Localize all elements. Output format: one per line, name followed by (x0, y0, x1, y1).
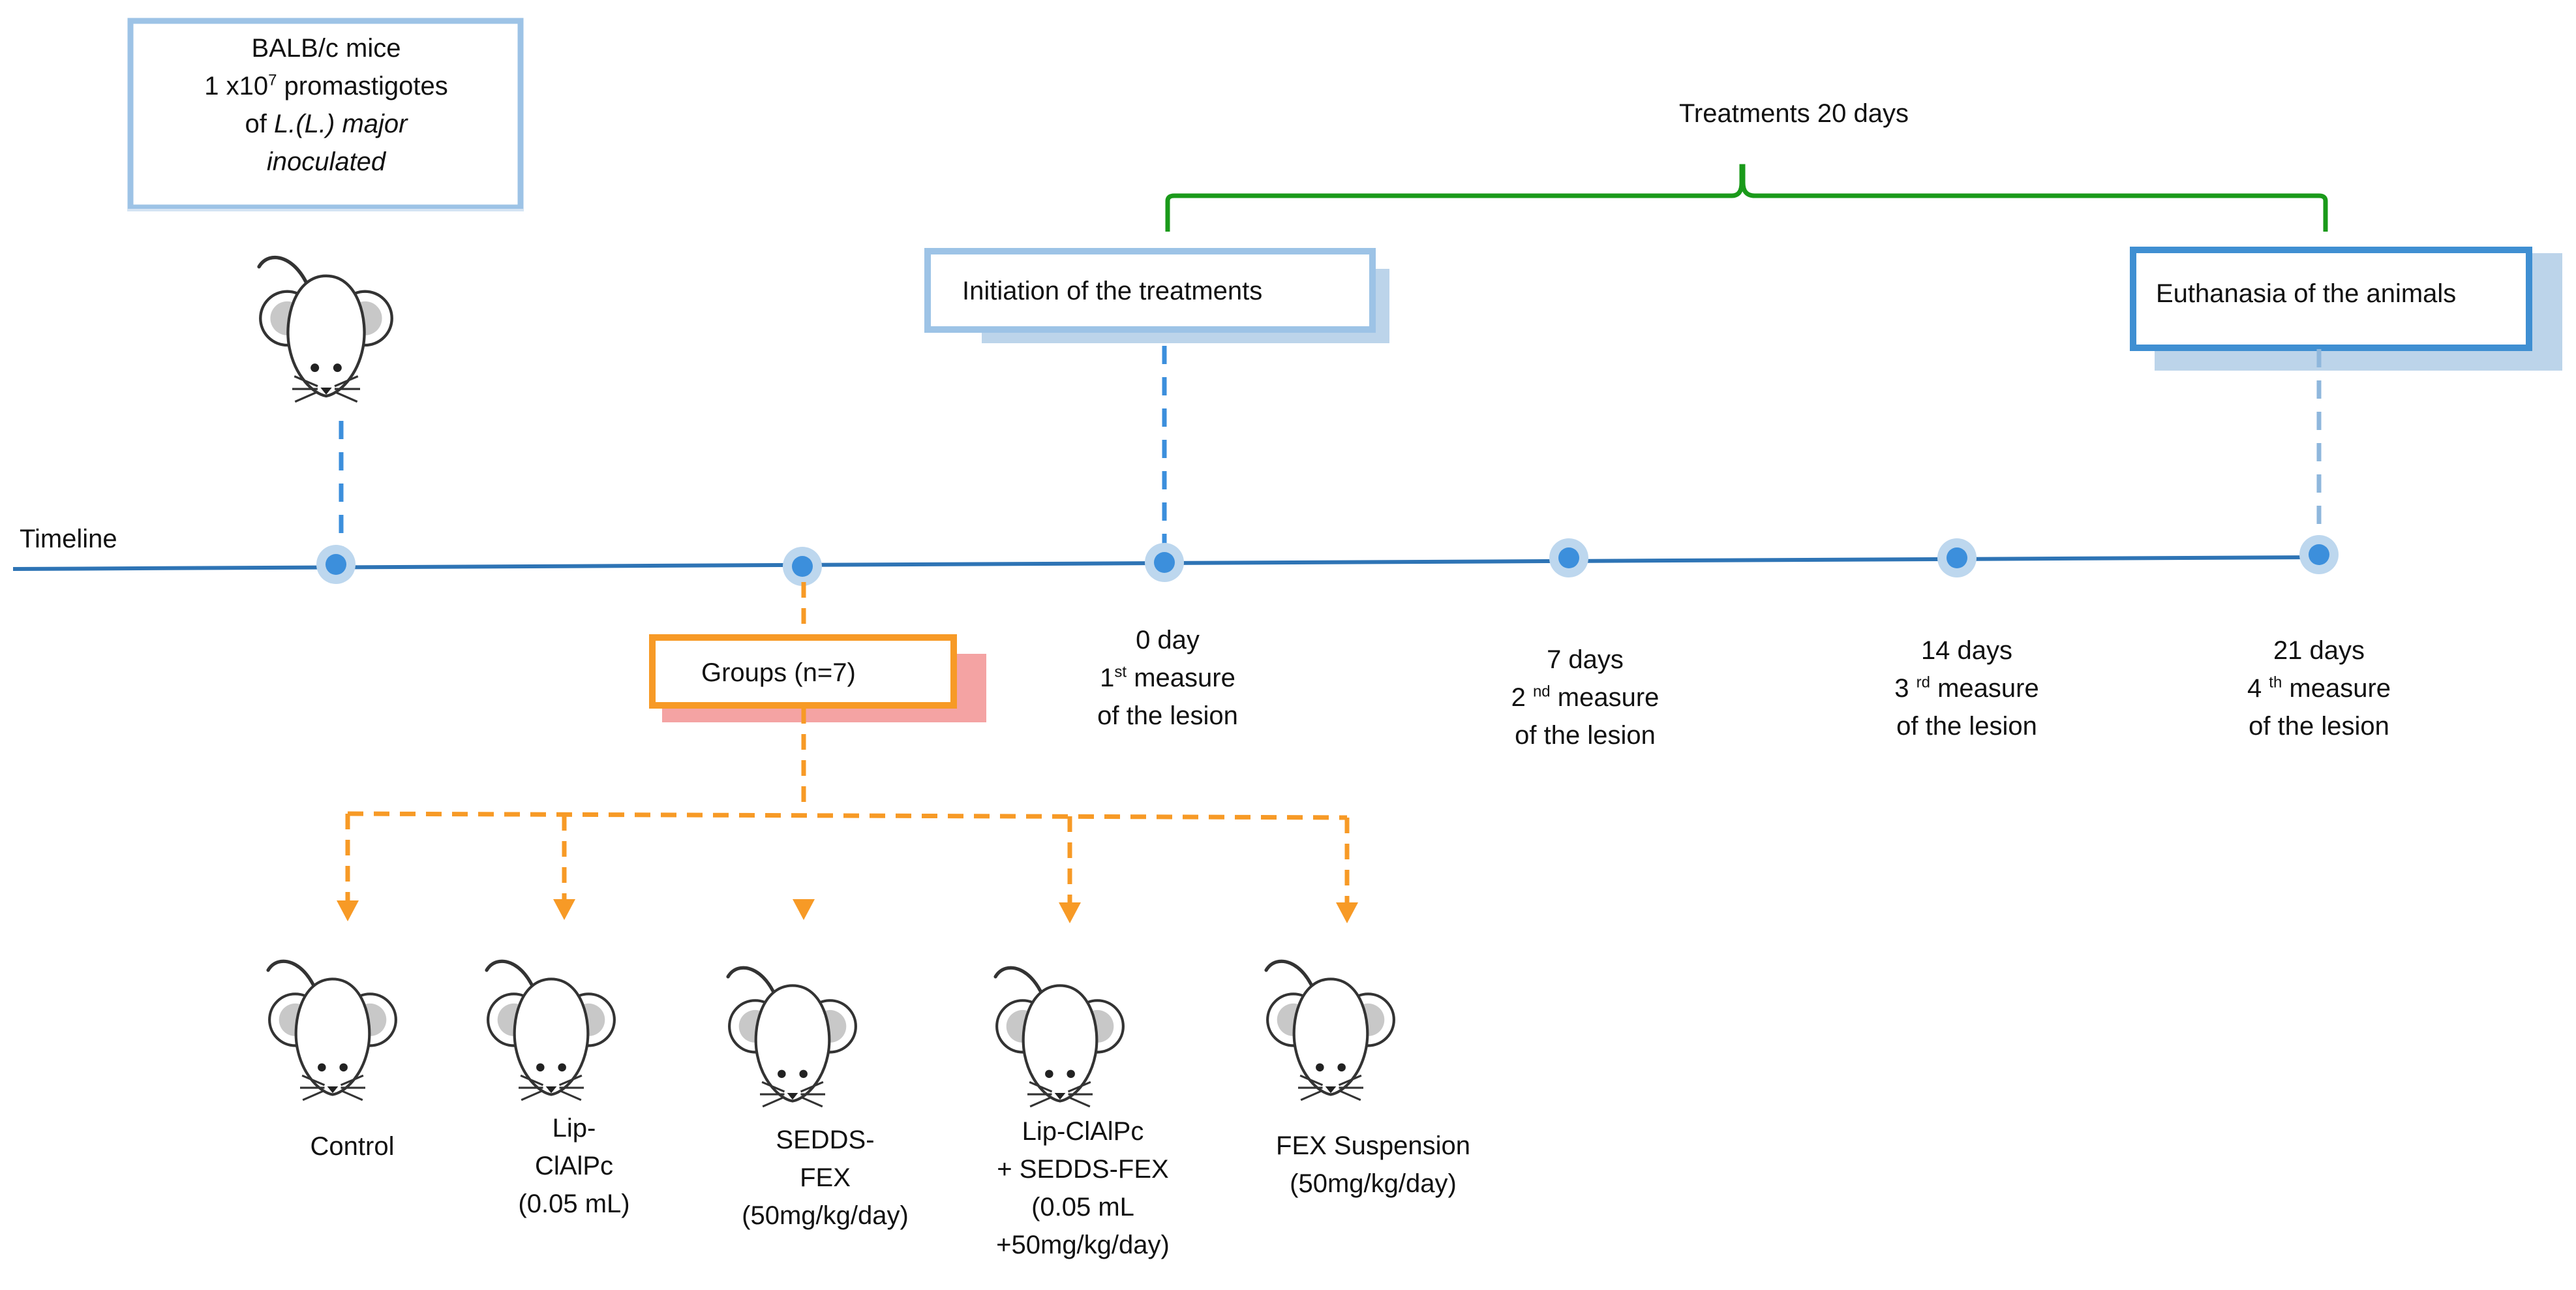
measure-label-2: 14 days 3 rd measure of the lesion (1843, 632, 2091, 745)
inoculation-line2-pre: 1 x10 (204, 72, 269, 100)
group-label-fex: FEX Suspension (50mg/kg/day) (1243, 1127, 1504, 1203)
group-label-control: Control (254, 1128, 450, 1165)
group-label-lip-sedds: Lip-ClAlPc + SEDDS-FEX (0.05 mL +50mg/kg… (959, 1113, 1207, 1264)
mouse-icon (728, 968, 856, 1107)
group-label-sedds: SEDDS- FEX (50mg/kg/day) (701, 1121, 949, 1235)
mouse-icon (1266, 961, 1394, 1100)
measure-3-day: 21 days (2273, 636, 2365, 665)
inoculation-box (127, 18, 524, 211)
measure-1-tail: of the lesion (1515, 721, 1656, 750)
inoculation-line3-pre: of (245, 110, 274, 138)
measure-0-num: 1 (1100, 664, 1115, 692)
measure-1-word: measure (1550, 683, 1659, 712)
inoculation-line1: BALB/c mice (251, 34, 401, 63)
group-label-lip: Lip- ClAlPc (0.05 mL) (476, 1109, 672, 1223)
measure-0-tail: of the lesion (1097, 701, 1238, 730)
measure-2-day: 14 days (1920, 636, 2013, 665)
groups-label: Groups (n=7) (701, 658, 856, 687)
measure-2-word: measure (1930, 674, 2039, 703)
measure-2-ordinal: 3 rd measure (1843, 669, 2091, 707)
initiation-label: Initiation of the treatments (962, 277, 1263, 305)
mouse-icon (487, 961, 614, 1100)
mouse-icon (268, 961, 396, 1100)
timeline-node-icon (2299, 535, 2339, 574)
group-lip-sedds-line1: Lip-ClAlPc (1022, 1117, 1144, 1146)
inoculation-line2: 1 x107 promastigotes (196, 67, 457, 105)
measure-1-num: 2 (1511, 683, 1533, 712)
inoculation-line3: of L.(L.) major (196, 105, 457, 143)
inoculation-line2-post: promastigotes (277, 72, 448, 100)
euthanasia-label: Euthanasia of the animals (2156, 279, 2457, 308)
groups-box (649, 634, 986, 722)
mouse-icon (259, 258, 392, 402)
arrow-down-icon (1336, 902, 1358, 923)
measure-1-ordinal: 2 nd measure (1461, 679, 1709, 716)
group-sedds-line3: (50mg/kg/day) (742, 1201, 909, 1230)
measure-3-num: 4 (2247, 674, 2269, 703)
euthanasia-box (2130, 247, 2562, 371)
group-lip-sedds-line3: (0.05 mL (1031, 1193, 1134, 1221)
initiation-box (924, 248, 1389, 343)
measure-2-sup: rd (1916, 673, 1930, 692)
group-lip-sedds-line4: +50mg/kg/day) (996, 1231, 1170, 1259)
arrow-down-icon (793, 899, 815, 920)
measure-3-word: measure (2282, 674, 2391, 703)
measure-0-day: 0 day (1136, 626, 1200, 654)
mouse-icon (995, 968, 1123, 1107)
group-lip-sedds-line2: + SEDDS-FEX (997, 1155, 1169, 1184)
measure-1-day: 7 days (1547, 645, 1624, 674)
arrow-down-icon (553, 899, 575, 920)
treatment-span-bracket (1165, 164, 2328, 232)
group-control-line: Control (310, 1132, 395, 1161)
treatment-span-label: Treatments 20 days (1678, 99, 1909, 128)
measure-0-ordinal: 1st measure (1044, 659, 1292, 697)
measure-3-sup: th (2269, 673, 2282, 692)
inoculation-line4-italic: inoculated (266, 147, 386, 176)
timeline-node-icon (1937, 538, 1977, 577)
group-fex-line2: (50mg/kg/day) (1290, 1169, 1457, 1198)
group-sedds-line1: SEDDS- (776, 1126, 875, 1154)
arrow-down-icon (337, 900, 359, 921)
group-lip-line1: Lip- (552, 1114, 596, 1143)
group-lip-line2: ClAlPc (534, 1152, 614, 1180)
inoculation-line2-sup: 7 (268, 71, 277, 89)
measure-label-0: 0 day 1st measure of the lesion (1044, 621, 1292, 735)
inoculation-line4: inoculated (196, 143, 457, 181)
measure-label-1: 7 days 2 nd measure of the lesion (1461, 641, 1709, 754)
timeline-node-icon (316, 545, 356, 584)
measure-3-tail: of the lesion (2249, 712, 2389, 741)
timeline-node-icon (1549, 538, 1588, 577)
measure-0-sup: st (1114, 663, 1127, 681)
measure-1-sup: nd (1532, 683, 1551, 701)
arrow-down-icon (1059, 902, 1081, 923)
measure-2-num: 3 (1894, 674, 1917, 703)
group-fex-line1: FEX Suspension (1276, 1131, 1470, 1160)
timeline-node-icon (783, 547, 822, 586)
group-sedds-line2: FEX (800, 1163, 851, 1192)
group-lip-line3: (0.05 mL) (518, 1190, 630, 1218)
inoculation-line3-italic: L.(L.) major (273, 110, 408, 138)
measure-0-word: measure (1127, 664, 1235, 692)
timeline-node-icon (1145, 543, 1184, 582)
connector-distribution-bar (347, 811, 1348, 820)
inoculation-text: BALB/c mice 1 x107 promastigotes of L.(L… (196, 29, 457, 181)
timeline-label: Timeline (20, 525, 117, 553)
measure-label-3: 21 days 4 th measure of the lesion (2195, 632, 2443, 745)
measure-2-tail: of the lesion (1896, 712, 2037, 741)
measure-3-ordinal: 4 th measure (2195, 669, 2443, 707)
